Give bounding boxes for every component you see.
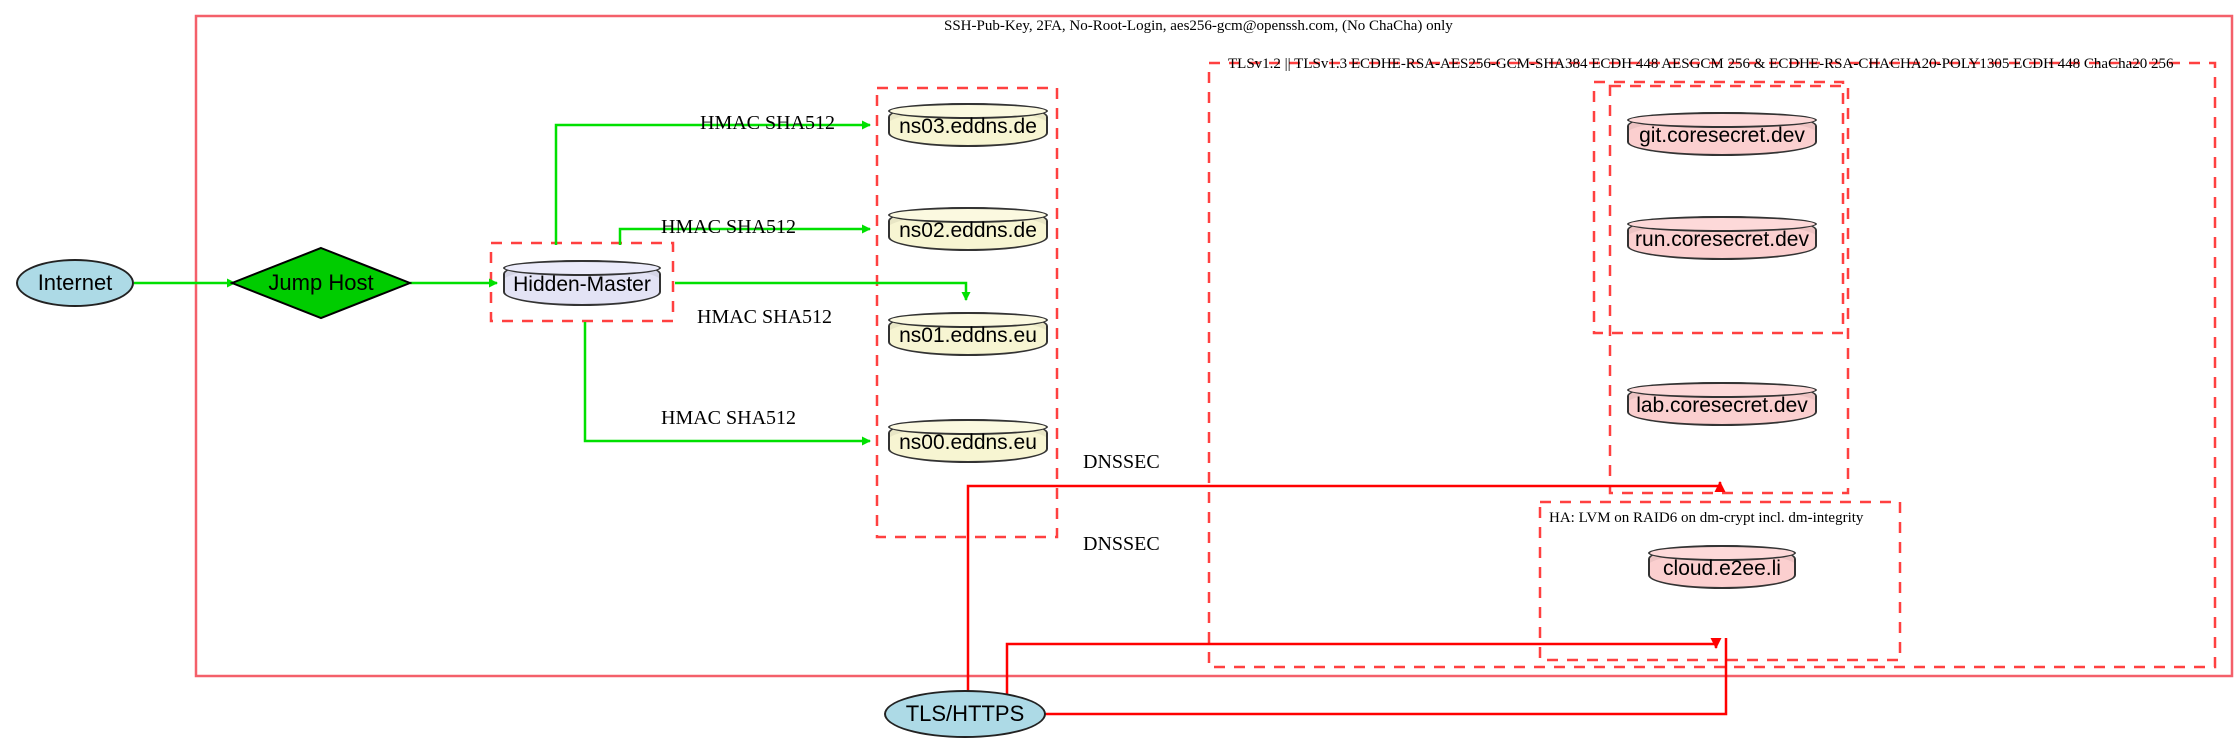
zone-dns xyxy=(875,86,1059,539)
cylinder-cap xyxy=(1627,382,1817,398)
edge-label-hmac-ns00: HMAC SHA512 xyxy=(661,407,797,429)
node-run-label: run.coresecret.dev xyxy=(1635,228,1809,251)
node-ns01[interactable]: ns01.eddns.eu xyxy=(888,312,1048,356)
edge-hm-ns03 xyxy=(554,120,871,245)
node-ns02[interactable]: ns02.eddns.de xyxy=(888,207,1048,251)
node-tls-https[interactable]: TLS/HTTPS xyxy=(884,690,1046,738)
node-internet-label: Internet xyxy=(37,270,113,295)
node-ns03[interactable]: ns03.eddns.de xyxy=(888,103,1048,147)
cylinder-cap xyxy=(888,103,1048,119)
node-internet[interactable]: Internet xyxy=(16,259,134,307)
node-jump-host[interactable]: Jump Host xyxy=(229,246,413,320)
cylinder-cap xyxy=(1627,216,1817,232)
cylinder-cap xyxy=(888,419,1048,435)
node-cloud-label: cloud.e2ee.li xyxy=(1663,557,1781,580)
node-git-label: git.coresecret.dev xyxy=(1639,124,1805,147)
node-run-coresecret[interactable]: run.coresecret.dev xyxy=(1627,216,1817,260)
zone-tls xyxy=(1207,61,2217,669)
edge-tlshttps-right xyxy=(1045,638,1728,716)
cylinder-cap xyxy=(888,312,1048,328)
node-lab-coresecret[interactable]: lab.coresecret.dev xyxy=(1627,382,1817,426)
node-ns01-label: ns01.eddns.eu xyxy=(899,324,1037,347)
cylinder-cap xyxy=(1648,545,1796,561)
cylinder-cap xyxy=(503,260,661,276)
node-ns03-label: ns03.eddns.de xyxy=(899,115,1037,138)
zone-coresecret-outer xyxy=(1608,84,1850,495)
node-tls-https-label: TLS/HTTPS xyxy=(905,701,1025,726)
zone-ssh xyxy=(194,14,2234,678)
zone-ssh-caption: SSH-Pub-Key, 2FA, No-Root-Login, aes256-… xyxy=(944,18,1453,34)
node-hidden-master-label: Hidden-Master xyxy=(513,273,651,296)
node-git-coresecret[interactable]: git.coresecret.dev xyxy=(1627,112,1817,156)
edge-label-dnssec-upper: DNSSEC xyxy=(1083,451,1160,473)
edge-label-hmac-ns02: HMAC SHA512 xyxy=(661,216,797,238)
edge-hm-ns01 xyxy=(675,281,971,301)
jump-host-shape xyxy=(229,246,413,320)
node-ns00-label: ns00.eddns.eu xyxy=(899,431,1037,454)
edge-hm-ns00 xyxy=(583,322,871,446)
zone-ha-caption: HA: LVM on RAID6 on dm-crypt incl. dm-in… xyxy=(1549,510,1864,526)
node-jump-host-label: Jump Host xyxy=(268,270,374,295)
edge-dnssec-upper xyxy=(966,481,1726,714)
node-ns02-label: ns02.eddns.de xyxy=(899,219,1037,242)
edge-label-dnssec-lower: DNSSEC xyxy=(1083,533,1160,555)
cylinder-cap xyxy=(888,207,1048,223)
node-hidden-master[interactable]: Hidden-Master xyxy=(503,260,661,306)
edge-label-hmac-ns03: HMAC SHA512 xyxy=(700,112,836,134)
zone-coresecret xyxy=(1592,80,1845,335)
zone-tls-caption: TLSv1.2 || TLSv1.3 ECDHE-RSA-AES256-GCM-… xyxy=(1228,56,2174,72)
edge-dnssec-lower xyxy=(1005,638,1722,716)
node-ns00[interactable]: ns00.eddns.eu xyxy=(888,419,1048,463)
node-lab-label: lab.coresecret.dev xyxy=(1636,394,1808,417)
zone-ha xyxy=(1538,500,1902,662)
edge-label-hmac-ns01: HMAC SHA512 xyxy=(697,306,833,328)
node-cloud-e2ee[interactable]: cloud.e2ee.li xyxy=(1648,545,1796,589)
edge-hm-ns02 xyxy=(618,224,871,245)
cylinder-cap xyxy=(1627,112,1817,128)
